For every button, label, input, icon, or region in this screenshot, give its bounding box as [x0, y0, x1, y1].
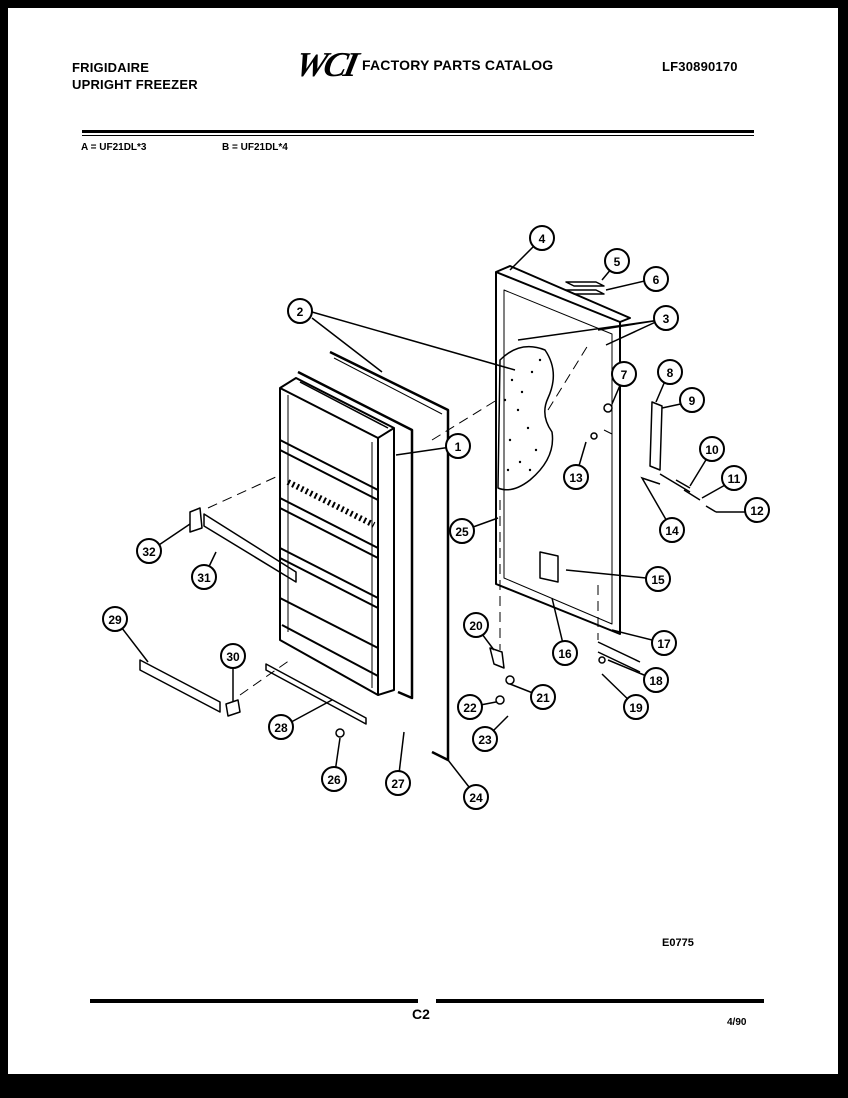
callout-16: 16 — [552, 640, 578, 666]
callout-label: 8 — [667, 366, 674, 380]
callout-label: 29 — [108, 613, 122, 627]
door-gasket-drawing — [297, 350, 450, 762]
callout-label: 12 — [750, 504, 764, 518]
callout-label: 23 — [478, 733, 492, 747]
callout-label: 30 — [226, 650, 240, 664]
callout-12: 12 — [744, 497, 770, 523]
callout-20: 20 — [463, 612, 489, 638]
callout-15: 15 — [645, 566, 671, 592]
callout-32: 32 — [136, 538, 162, 564]
footer-rule-right — [436, 999, 764, 1003]
callout-label: 21 — [536, 691, 550, 705]
callout-11: 11 — [721, 465, 747, 491]
callout-8: 8 — [657, 359, 683, 385]
door-panel-drawing — [495, 265, 631, 635]
callout-25: 25 — [449, 518, 475, 544]
insulation-drawing — [497, 345, 554, 491]
callout-22: 22 — [457, 694, 483, 720]
callout-label: 27 — [391, 777, 405, 791]
callout-label: 1 — [455, 440, 462, 454]
door-liner-drawing — [279, 377, 395, 696]
callout-label: 17 — [657, 637, 671, 651]
callout-18: 18 — [643, 667, 669, 693]
callout-23: 23 — [472, 726, 498, 752]
callout-label: 15 — [651, 573, 665, 587]
callout-31: 31 — [191, 564, 217, 590]
callout-label: 11 — [728, 472, 741, 486]
callout-4: 4 — [529, 225, 555, 251]
callout-label: 25 — [455, 525, 469, 539]
callout-9: 9 — [679, 387, 705, 413]
callout-label: 16 — [558, 647, 572, 661]
callout-17: 17 — [651, 630, 677, 656]
callout-10: 10 — [699, 436, 725, 462]
page-code: C2 — [412, 1006, 430, 1022]
brand-name: FRIGIDAIRE — [72, 60, 150, 75]
callout-27: 27 — [385, 770, 411, 796]
callout-6: 6 — [643, 266, 669, 292]
callout-7: 7 — [611, 361, 637, 387]
product-type: UPRIGHT FREEZER — [72, 77, 198, 92]
callout-label: 28 — [274, 721, 288, 735]
callout-21: 21 — [530, 684, 556, 710]
callout-label: 14 — [665, 524, 679, 538]
small-parts-drawing — [139, 281, 717, 738]
callout-label: 9 — [689, 394, 696, 408]
callout-26: 26 — [321, 766, 347, 792]
callout-label: 4 — [539, 232, 546, 246]
callout-13: 13 — [563, 464, 589, 490]
callout-label: 6 — [653, 273, 660, 287]
callout-label: 31 — [197, 571, 211, 585]
brand-block: FRIGIDAIRE UPRIGHT FREEZER — [72, 59, 198, 93]
insulation-texture — [503, 358, 542, 472]
callout-label: 22 — [463, 701, 477, 715]
callout-label: 7 — [621, 368, 628, 382]
callout-14: 14 — [659, 517, 685, 543]
catalog-title: FACTORY PARTS CATALOG — [362, 57, 554, 73]
callout-label: 20 — [469, 619, 483, 633]
callout-label: 32 — [142, 545, 156, 559]
header-rule-thin — [82, 135, 754, 136]
figure-code: E0775 — [662, 937, 694, 949]
callout-label: 13 — [569, 471, 583, 485]
callout-5: 5 — [604, 248, 630, 274]
model-b-label: B = UF21DL*4 — [222, 142, 288, 153]
part-number: LF30890170 — [662, 59, 738, 74]
callout-3: 3 — [653, 305, 679, 331]
callout-label: 26 — [327, 773, 341, 787]
callout-29: 29 — [102, 606, 128, 632]
callout-28: 28 — [268, 714, 294, 740]
header-rule — [82, 130, 754, 133]
callout-24: 24 — [463, 784, 489, 810]
callout-label: 18 — [649, 674, 663, 688]
callout-label: 5 — [614, 255, 621, 269]
revision-date: 4/90 — [727, 1017, 747, 1028]
callout-label: 2 — [297, 305, 304, 319]
footer-rule-left — [90, 999, 418, 1003]
callout-label: 19 — [629, 701, 643, 715]
callout-2: 2 — [287, 298, 313, 324]
callout-label: 10 — [705, 443, 719, 457]
callout-30: 30 — [220, 643, 246, 669]
callout-label: 24 — [469, 791, 483, 805]
model-a-label: A = UF21DL*3 — [81, 142, 147, 153]
callout-label: 3 — [663, 312, 670, 326]
callout-1: 1 — [445, 433, 471, 459]
callout-19: 19 — [623, 694, 649, 720]
assembly-guide-lines — [207, 341, 599, 696]
